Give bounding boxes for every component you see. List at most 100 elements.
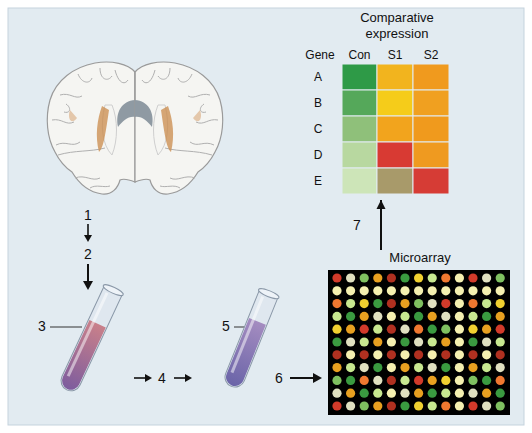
step-arrows xyxy=(83,224,322,383)
column-header: Con xyxy=(342,48,377,62)
microarray-spot xyxy=(441,312,450,321)
microarray-spot xyxy=(360,312,369,321)
microarray-spot xyxy=(468,337,477,346)
microarray-spot xyxy=(387,337,396,346)
microarray-spot xyxy=(441,350,450,359)
microarray-spot xyxy=(428,389,437,398)
microarray-spot xyxy=(428,299,437,308)
microarray-spot xyxy=(414,312,423,321)
lesion-patch xyxy=(97,106,109,152)
microarray-spot xyxy=(455,401,464,410)
microarray-spot xyxy=(332,350,341,359)
flow-arrow xyxy=(380,200,382,250)
microarray-spots xyxy=(332,273,504,410)
microarray-spot xyxy=(360,401,369,410)
heatmap-cell xyxy=(413,142,449,168)
microarray-spot xyxy=(482,350,491,359)
heatmap-cell xyxy=(413,116,449,142)
microarray-spot xyxy=(360,363,369,372)
lesion-patch xyxy=(69,110,77,121)
microarray-spot xyxy=(482,363,491,372)
microarray-spot xyxy=(400,286,409,295)
microarray-spot xyxy=(468,376,477,385)
microarray-spot xyxy=(346,363,355,372)
microarray-spot xyxy=(400,299,409,308)
microarray-spot xyxy=(400,363,409,372)
microarray-spot xyxy=(332,312,341,321)
microarray-spot xyxy=(400,401,409,410)
microarray-spot xyxy=(373,325,382,334)
microarray-spot xyxy=(387,286,396,295)
microarray-spot xyxy=(414,299,423,308)
microarray-spot xyxy=(468,273,477,282)
heatmap-cells xyxy=(342,64,449,194)
microarray-spot xyxy=(414,350,423,359)
heatmap-cell xyxy=(377,90,413,116)
row-label: C xyxy=(308,122,328,136)
microarray-spot xyxy=(496,337,505,346)
arrow-shaft xyxy=(87,264,89,282)
microarray-spot xyxy=(455,325,464,334)
microarray-spot xyxy=(482,286,491,295)
lesion-patch xyxy=(193,110,201,121)
microarray-spot xyxy=(468,286,477,295)
microarray-spot xyxy=(332,325,341,334)
node-title: Comparative expression xyxy=(342,10,452,41)
tube-highlight xyxy=(67,292,109,377)
microarray-spot xyxy=(400,376,409,385)
microarray-spot xyxy=(387,376,396,385)
microarray-spot xyxy=(360,389,369,398)
microarray-spot xyxy=(387,389,396,398)
microarray-spot xyxy=(360,273,369,282)
microarray-spot xyxy=(428,286,437,295)
microarray-spot xyxy=(428,363,437,372)
microarray-spot xyxy=(387,325,396,334)
tube-highlight xyxy=(231,296,264,373)
row-label: B xyxy=(308,96,328,110)
row-label: A xyxy=(308,70,328,84)
microarray-spot xyxy=(496,363,505,372)
microarray-spot xyxy=(482,376,491,385)
lesion-patch xyxy=(161,106,173,152)
leader-line xyxy=(50,327,82,328)
microarray-spot xyxy=(468,325,477,334)
test-tube xyxy=(221,287,280,391)
microarray-spot xyxy=(332,376,341,385)
microarray-spot xyxy=(346,337,355,346)
microarray-spot xyxy=(332,401,341,410)
callout-number: 1 xyxy=(78,207,98,224)
microarray-spot xyxy=(441,286,450,295)
microarray-spot xyxy=(373,376,382,385)
microarray-spot xyxy=(346,350,355,359)
column-header: S2 xyxy=(413,48,449,62)
heatmap-cell xyxy=(342,116,377,142)
microarray-spot xyxy=(428,273,437,282)
arrow-head xyxy=(185,374,192,382)
test-tube xyxy=(57,283,125,395)
callout-number: 3 xyxy=(32,318,52,335)
microarray-spot xyxy=(428,337,437,346)
microarray-spot xyxy=(441,299,450,308)
microarray-spot xyxy=(496,350,505,359)
microarray-spot xyxy=(496,401,505,410)
column-header: S1 xyxy=(377,48,413,62)
microarray-spot xyxy=(387,273,396,282)
microarray-spot xyxy=(373,363,382,372)
microarray-spot xyxy=(455,299,464,308)
microarray-spot xyxy=(400,337,409,346)
microarray-spot xyxy=(496,325,505,334)
heatmap-cell xyxy=(377,64,413,90)
microarray-spot xyxy=(414,363,423,372)
callout-number: 2 xyxy=(78,246,98,263)
microarray-spot xyxy=(346,286,355,295)
microarray-spot xyxy=(455,389,464,398)
microarray-spot xyxy=(360,286,369,295)
microarray-spot xyxy=(360,350,369,359)
tube-rim xyxy=(257,287,280,301)
microarray-spot xyxy=(332,299,341,308)
left-hemisphere xyxy=(47,62,135,194)
microarray-spot xyxy=(400,273,409,282)
